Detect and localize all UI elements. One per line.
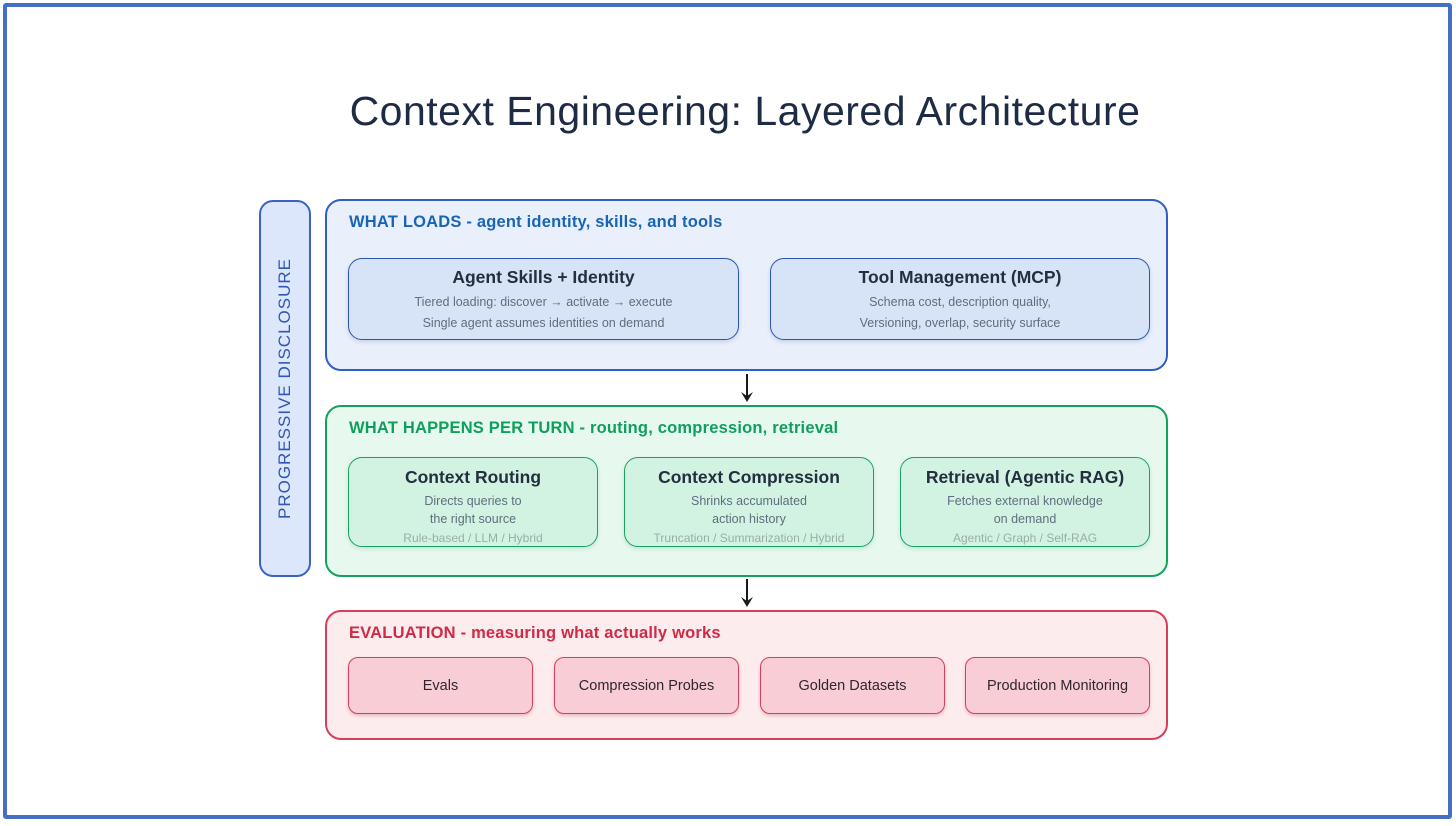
- card-tool-management-mcp: Tool Management (MCP) Schema cost, descr…: [770, 258, 1150, 340]
- card-subtext: Shrinks accumulated: [690, 494, 808, 508]
- layer-evaluation-header: EVALUATION - measuring what actually wor…: [349, 624, 721, 642]
- card-context-compression: Context Compression Shrinks accumulated …: [624, 457, 874, 547]
- card-evals: Evals: [348, 657, 533, 714]
- card-title: Production Monitoring: [986, 677, 1129, 694]
- layer-evaluation: EVALUATION - measuring what actually wor…: [325, 610, 1168, 740]
- card-subtext: the right source: [429, 512, 517, 526]
- card-subtext: Single agent assumes identities on deman…: [422, 316, 665, 330]
- layer-what-loads-header: WHAT LOADS - agent identity, skills, and…: [349, 213, 723, 231]
- card-title: Golden Datasets: [798, 677, 907, 694]
- card-title: Context Compression: [658, 467, 840, 487]
- card-subtext: on demand: [993, 512, 1057, 526]
- card-faint-text: Agentic / Graph / Self-RAG: [952, 531, 1098, 545]
- layer-what-loads: WHAT LOADS - agent identity, skills, and…: [325, 199, 1168, 371]
- page-title: Context Engineering: Layered Architectur…: [349, 88, 1141, 134]
- card-context-routing: Context Routing Directs queries to the r…: [348, 457, 598, 547]
- card-title: Agent Skills + Identity: [452, 267, 635, 287]
- card-faint-text: Truncation / Summarization / Hybrid: [653, 531, 845, 545]
- card-subtext: Schema cost, description quality,: [869, 295, 1051, 309]
- card-production-monitoring: Production Monitoring: [965, 657, 1150, 714]
- down-arrow-icon: [741, 374, 753, 402]
- down-arrow-icon: [741, 579, 753, 607]
- card-title: Retrieval (Agentic RAG): [925, 467, 1125, 487]
- card-title: Evals: [422, 677, 459, 694]
- card-title: Compression Probes: [578, 677, 715, 694]
- card-retrieval-agentic-rag: Retrieval (Agentic RAG) Fetches external…: [900, 457, 1150, 547]
- card-title: Tool Management (MCP): [858, 267, 1062, 287]
- progressive-disclosure-tab: PROGRESSIVE DISCLOSURE: [259, 200, 311, 577]
- card-compression-probes: Compression Probes: [554, 657, 739, 714]
- card-subtext: action history: [712, 512, 786, 526]
- card-title: Context Routing: [404, 467, 542, 487]
- card-golden-datasets: Golden Datasets: [760, 657, 945, 714]
- card-faint-text: Rule-based / LLM / Hybrid: [403, 531, 543, 545]
- card-subtext: Directs queries to: [424, 494, 522, 508]
- card-subtext: Fetches external knowledge: [947, 494, 1103, 508]
- card-agent-skills-identity: Agent Skills + Identity Tiered loading: …: [348, 258, 739, 340]
- layer-per-turn: WHAT HAPPENS PER TURN - routing, compres…: [325, 405, 1168, 577]
- layer-per-turn-header: WHAT HAPPENS PER TURN - routing, compres…: [349, 419, 839, 437]
- progressive-disclosure-label: PROGRESSIVE DISCLOSURE: [275, 257, 294, 519]
- card-subtext: Tiered loading: discover → activate → ex…: [414, 295, 673, 309]
- card-subtext: Versioning, overlap, security surface: [859, 316, 1061, 330]
